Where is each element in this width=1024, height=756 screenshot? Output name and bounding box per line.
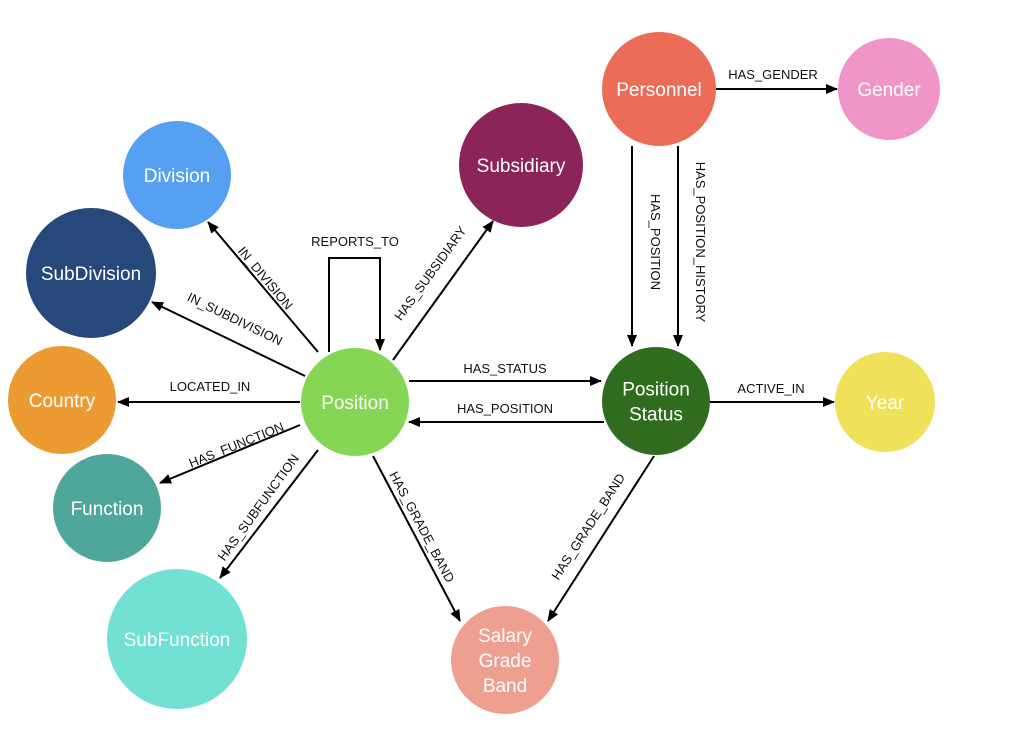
node-circle-function[interactable] bbox=[53, 454, 161, 562]
edges-layer bbox=[117, 84, 838, 622]
edge-label-active-in: ACTIVE_IN bbox=[737, 381, 804, 396]
node-country[interactable]: Country bbox=[8, 346, 116, 454]
node-label-year: Year bbox=[866, 393, 905, 414]
node-subsidiary[interactable]: Subsidiary bbox=[459, 103, 583, 227]
node-circle-subdivision[interactable] bbox=[26, 208, 156, 338]
node-circle-position[interactable] bbox=[301, 348, 409, 456]
edge-has-subfunction bbox=[219, 449, 319, 579]
node-circle-personnel[interactable] bbox=[602, 32, 716, 146]
node-label-subfunction: SubFunction bbox=[124, 630, 231, 651]
edge-label-has-position-history: HAS_POSITION_HISTORY bbox=[693, 162, 708, 323]
edge-label-has-position-personnel: HAS_POSITION bbox=[648, 194, 663, 290]
node-personnel[interactable]: Personnel bbox=[602, 32, 716, 146]
node-circle-position-status[interactable] bbox=[602, 347, 710, 455]
edge-label-has-position-back: HAS_POSITION bbox=[457, 401, 553, 416]
edge-has-subsidiary bbox=[392, 220, 494, 361]
node-circle-subsidiary[interactable] bbox=[459, 103, 583, 227]
node-label-personnel: Personnel bbox=[616, 80, 702, 101]
node-label-position-status: Status bbox=[629, 405, 683, 426]
node-circle-country[interactable] bbox=[8, 346, 116, 454]
node-label-gender: Gender bbox=[857, 80, 921, 101]
node-label-function: Function bbox=[71, 499, 144, 520]
node-label-salary-grade-band: Salary bbox=[478, 626, 532, 647]
node-function[interactable]: Function bbox=[53, 454, 161, 562]
node-label-subsidiary: Subsidiary bbox=[477, 156, 566, 177]
node-label-division: Division bbox=[144, 166, 211, 187]
node-label-salary-grade-band: Band bbox=[483, 676, 527, 697]
node-subdivision[interactable]: SubDivision bbox=[26, 208, 156, 338]
edge-in-subdivision bbox=[151, 301, 306, 377]
edge-reports-to bbox=[328, 257, 385, 352]
edge-in-division bbox=[207, 221, 319, 353]
edge-label-has-function: HAS_FUNCTION bbox=[187, 419, 286, 471]
edge-label-has-subfunction: HAS_SUBFUNCTION bbox=[215, 451, 302, 563]
node-division[interactable]: Division bbox=[123, 121, 231, 229]
node-label-country: Country bbox=[29, 391, 96, 412]
node-subfunction[interactable]: SubFunction bbox=[107, 569, 247, 709]
node-circle-gender[interactable] bbox=[838, 38, 940, 140]
nodes-layer: DivisionSubDivisionCountryFunctionSubFun… bbox=[8, 32, 940, 714]
node-gender[interactable]: Gender bbox=[838, 38, 940, 140]
edge-has-grade-band-status bbox=[547, 455, 655, 622]
node-label-position: Position bbox=[321, 393, 389, 414]
edge-has-function bbox=[159, 424, 301, 484]
node-label-subdivision: SubDivision bbox=[41, 264, 141, 285]
edge-label-located-in: LOCATED_IN bbox=[170, 379, 251, 394]
node-label-position-status: Position bbox=[622, 380, 690, 401]
edge-label-has-grade-band-status: HAS_GRADE_BAND bbox=[548, 471, 628, 583]
node-position[interactable]: Position bbox=[301, 348, 409, 456]
edge-label-reports-to: REPORTS_TO bbox=[311, 234, 399, 249]
node-circle-year[interactable] bbox=[835, 352, 935, 452]
edge-label-has-grade-band-position: HAS_GRADE_BAND bbox=[386, 469, 457, 585]
edge-label-has-status: HAS_STATUS bbox=[463, 361, 547, 376]
node-circle-division[interactable] bbox=[123, 121, 231, 229]
node-year[interactable]: Year bbox=[835, 352, 935, 452]
edge-label-in-subdivision: IN_SUBDIVISION bbox=[185, 289, 285, 348]
node-circle-subfunction[interactable] bbox=[107, 569, 247, 709]
node-label-salary-grade-band: Grade bbox=[479, 651, 532, 672]
node-circle-salary-grade-band[interactable] bbox=[451, 606, 559, 714]
edge-label-has-gender: HAS_GENDER bbox=[728, 67, 818, 82]
edge-label-in-division: IN_DIVISION bbox=[235, 244, 296, 313]
edge-has-grade-band-position bbox=[372, 455, 461, 622]
